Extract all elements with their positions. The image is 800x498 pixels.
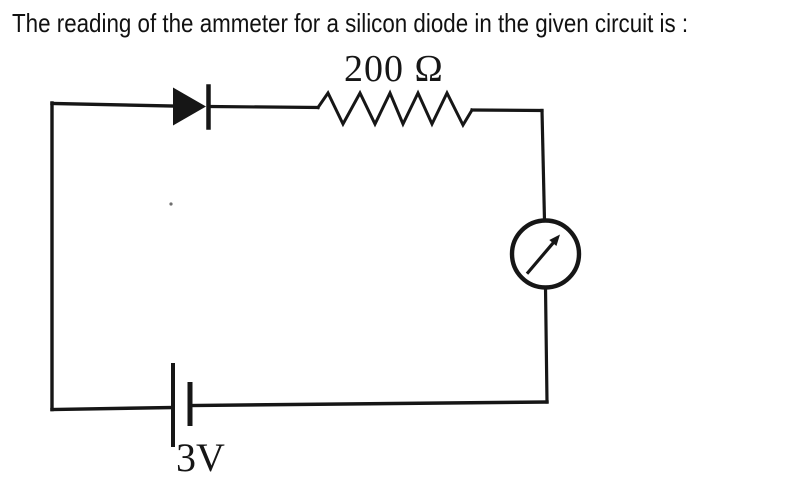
wire-top-left [50, 101, 175, 108]
wire-right-lower [543, 285, 549, 404]
resistor-icon [315, 89, 475, 129]
wire-right-upper [540, 108, 547, 223]
battery-voltage-label: 3V [176, 435, 225, 480]
wire-bottom-left [50, 405, 175, 412]
ammeter-needle-arrowhead [549, 234, 560, 246]
wire-top-right [470, 108, 544, 113]
battery-icon [171, 363, 193, 447]
diode-icon [173, 84, 211, 130]
wire-diode-to-resistor [208, 104, 320, 110]
diode-triangle [173, 87, 206, 126]
ammeter-needle [525, 240, 556, 275]
resistor-value-label: 200 Ω [344, 48, 444, 90]
scan-speck [169, 202, 173, 206]
question-text: The reading of the ammeter for a silicon… [12, 8, 689, 38]
wire-bottom-right [188, 400, 549, 408]
ammeter-icon [509, 218, 582, 290]
